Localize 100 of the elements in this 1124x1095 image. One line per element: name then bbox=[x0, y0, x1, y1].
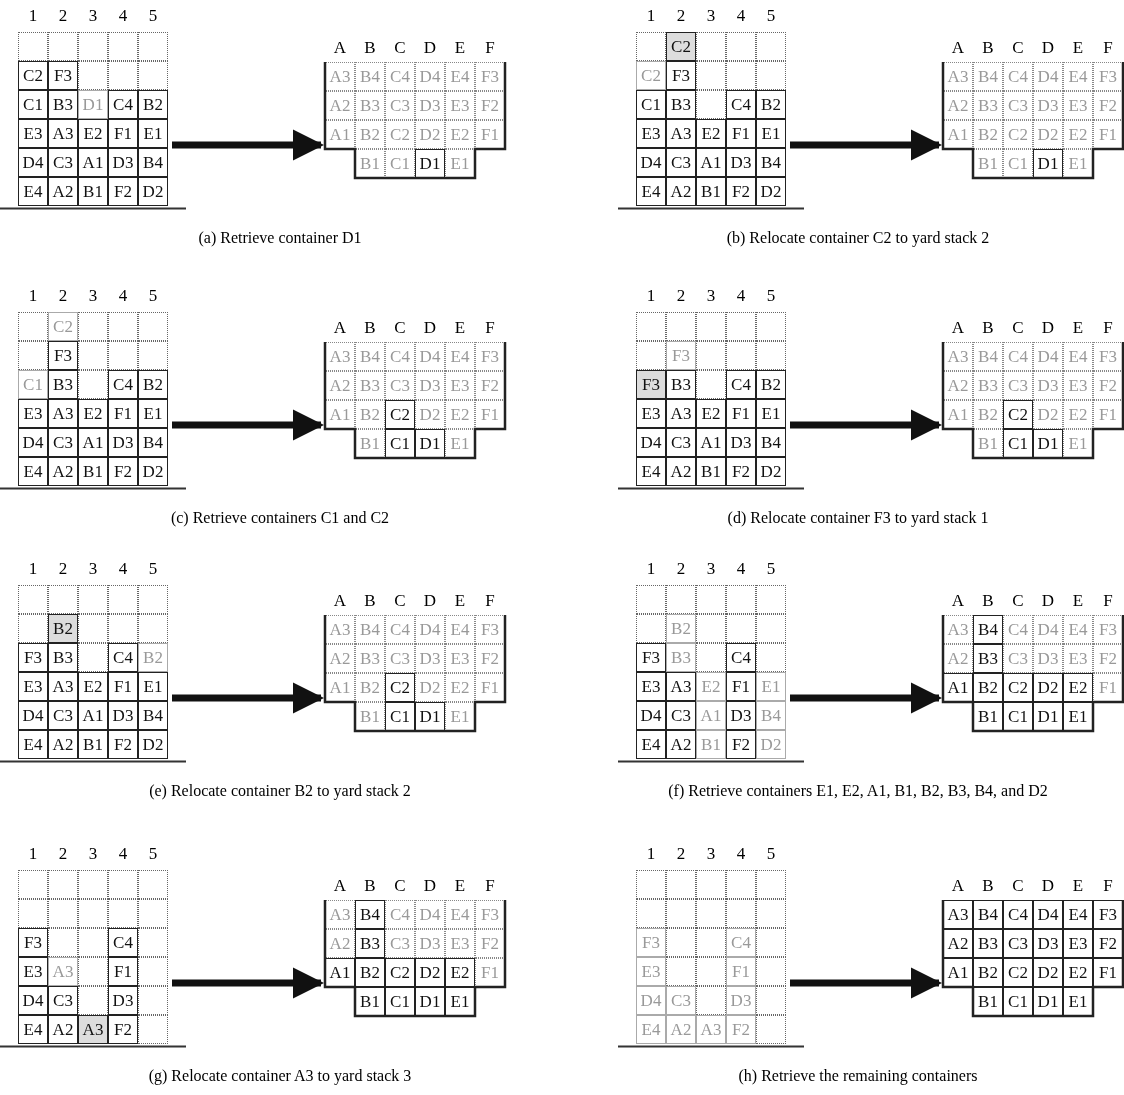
container-cell: F1 bbox=[726, 672, 756, 701]
container-cell: A1 bbox=[943, 120, 973, 149]
container-cell: C4 bbox=[108, 643, 138, 672]
container-cell: A1 bbox=[325, 400, 355, 429]
container-cell: E3 bbox=[1063, 929, 1093, 958]
container-cell: A2 bbox=[48, 457, 78, 486]
stack-number: 4 bbox=[735, 286, 747, 306]
stack-number: 3 bbox=[705, 559, 717, 579]
container-cell: E1 bbox=[756, 399, 786, 428]
container-cell: D2 bbox=[415, 673, 445, 702]
container-cell: B4 bbox=[138, 428, 168, 457]
stack-number: 4 bbox=[735, 6, 747, 26]
container-cell: E1 bbox=[756, 672, 786, 701]
container-cell: F1 bbox=[1093, 400, 1123, 429]
container-cell: D2 bbox=[1033, 958, 1063, 987]
container-cell: B1 bbox=[78, 457, 108, 486]
container-cell: C3 bbox=[48, 986, 78, 1015]
container-cell: E4 bbox=[636, 1015, 666, 1044]
column-letter: A bbox=[950, 591, 966, 611]
container-cell: D2 bbox=[756, 177, 786, 206]
container-cell: F3 bbox=[1093, 615, 1123, 644]
container-cell: B1 bbox=[973, 987, 1003, 1016]
container-cell: A3 bbox=[325, 342, 355, 371]
container-cell: E2 bbox=[1063, 400, 1093, 429]
stack-number: 1 bbox=[27, 559, 39, 579]
container-cell: D3 bbox=[415, 644, 445, 673]
container-cell: E2 bbox=[696, 672, 726, 701]
container-cell: E3 bbox=[636, 399, 666, 428]
container-cell: B4 bbox=[355, 62, 385, 91]
column-letter: F bbox=[484, 318, 496, 338]
container-cell: B4 bbox=[756, 428, 786, 457]
container-cell: C2 bbox=[1003, 120, 1033, 149]
container-cell: E2 bbox=[78, 119, 108, 148]
column-letter: B bbox=[363, 876, 377, 896]
stack-number: 2 bbox=[675, 6, 687, 26]
container-cell: F1 bbox=[108, 957, 138, 986]
container-cell: B3 bbox=[48, 643, 78, 672]
container-cell: E4 bbox=[1063, 62, 1093, 91]
container-cell: A3 bbox=[325, 615, 355, 644]
container-cell: F3 bbox=[48, 61, 78, 90]
container-cell: B3 bbox=[973, 371, 1003, 400]
column-letter: B bbox=[363, 591, 377, 611]
container-cell: F2 bbox=[475, 91, 505, 120]
container-cell: E2 bbox=[445, 673, 475, 702]
container-cell: B2 bbox=[756, 370, 786, 399]
container-cell: E1 bbox=[445, 702, 475, 731]
container-cell: B1 bbox=[355, 702, 385, 731]
stack-number: 5 bbox=[147, 844, 159, 864]
column-letter: F bbox=[484, 38, 496, 58]
container-cell: F3 bbox=[1093, 900, 1123, 929]
container-cell: E3 bbox=[445, 91, 475, 120]
container-cell: D4 bbox=[1033, 342, 1063, 371]
container-cell: C2 bbox=[48, 312, 78, 341]
container-cell: D3 bbox=[726, 428, 756, 457]
container-cell: F2 bbox=[475, 644, 505, 673]
container-cell: E1 bbox=[138, 672, 168, 701]
highlighted-container: F3 bbox=[636, 370, 666, 399]
container-cell: E3 bbox=[18, 957, 48, 986]
column-letter: B bbox=[363, 38, 377, 58]
stack-number: 5 bbox=[765, 286, 777, 306]
container-cell: B3 bbox=[973, 644, 1003, 673]
container-cell: B4 bbox=[138, 701, 168, 730]
container-cell: B2 bbox=[973, 958, 1003, 987]
yard-stack-grid bbox=[636, 32, 786, 206]
column-letter: A bbox=[950, 38, 966, 58]
container-cell: F2 bbox=[475, 371, 505, 400]
container-cell: A2 bbox=[943, 371, 973, 400]
stack-number: 5 bbox=[147, 559, 159, 579]
container-cell: A1 bbox=[696, 148, 726, 177]
column-letter: C bbox=[393, 591, 407, 611]
container-cell: C4 bbox=[108, 370, 138, 399]
container-cell: B2 bbox=[756, 90, 786, 119]
container-cell: E2 bbox=[696, 119, 726, 148]
container-cell: F2 bbox=[475, 929, 505, 958]
container-cell: F3 bbox=[475, 615, 505, 644]
container-cell: A3 bbox=[48, 672, 78, 701]
container-cell: C2 bbox=[385, 400, 415, 429]
container-cell: A1 bbox=[696, 701, 726, 730]
container-cell: A3 bbox=[325, 900, 355, 929]
container-cell: D3 bbox=[108, 428, 138, 457]
container-cell: E1 bbox=[445, 987, 475, 1016]
container-cell: B4 bbox=[973, 342, 1003, 371]
container-cell: E3 bbox=[1063, 371, 1093, 400]
container-cell: C1 bbox=[1003, 987, 1033, 1016]
container-cell: B3 bbox=[355, 644, 385, 673]
container-cell: E4 bbox=[18, 1015, 48, 1044]
container-cell: B2 bbox=[355, 120, 385, 149]
container-cell: D2 bbox=[138, 177, 168, 206]
container-cell: B2 bbox=[355, 400, 385, 429]
yard-stack-grid bbox=[18, 585, 168, 759]
column-letter: F bbox=[1102, 318, 1114, 338]
container-cell: A1 bbox=[78, 428, 108, 457]
stack-number: 1 bbox=[27, 286, 39, 306]
column-letter: B bbox=[981, 38, 995, 58]
container-cell: F3 bbox=[475, 342, 505, 371]
container-cell: B1 bbox=[973, 149, 1003, 178]
container-cell: F3 bbox=[475, 900, 505, 929]
column-letter: C bbox=[393, 318, 407, 338]
container-cell: E2 bbox=[445, 958, 475, 987]
container-cell: D1 bbox=[1033, 702, 1063, 731]
